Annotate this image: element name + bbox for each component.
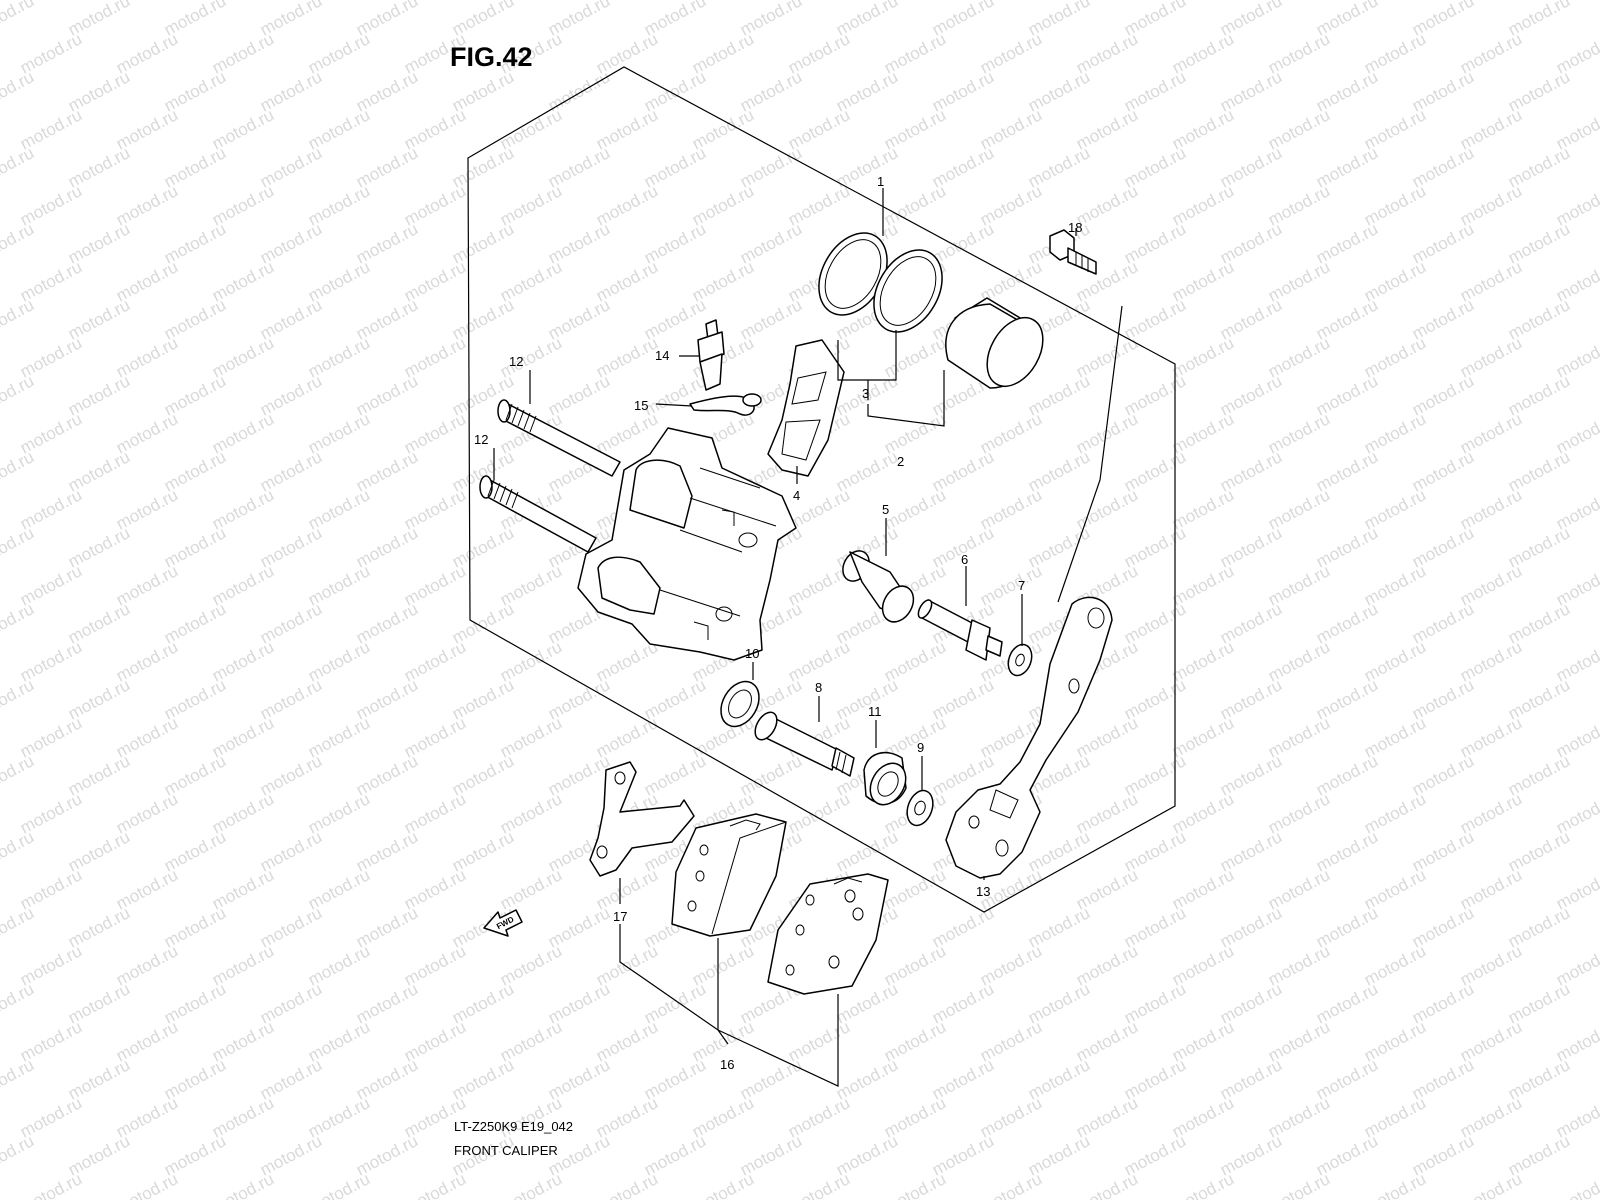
- callout-10: 10: [745, 646, 759, 661]
- callout-15: 15: [634, 398, 648, 413]
- watermark-text: motod.ru: [1361, 1169, 1429, 1200]
- caliper-piston: [945, 297, 1044, 389]
- caliper-sleeve: [863, 751, 907, 806]
- watermark-text: motod.ru: [977, 1169, 1045, 1200]
- figure-title: FIG.42: [450, 42, 533, 72]
- watermark-text: motod.ru: [0, 1131, 37, 1179]
- caliper-pin: [754, 711, 855, 777]
- figure-caption: FRONT CALIPER: [454, 1143, 558, 1158]
- bleeder-valve: [697, 319, 725, 391]
- callout-14: 14: [655, 348, 669, 363]
- callout-16: 16: [720, 1057, 734, 1072]
- watermark-text: motod.ru: [0, 979, 37, 1027]
- pad-spring: [767, 339, 845, 477]
- watermark-text: motod.ru: [0, 523, 37, 571]
- callout-2: 2: [897, 454, 904, 469]
- pad-shim: [589, 761, 695, 877]
- watermark-text: motod.ru: [1073, 1169, 1141, 1200]
- callout-17: 17: [613, 909, 627, 924]
- watermark-text: motod.ru: [0, 143, 37, 191]
- callout-6: 6: [961, 552, 968, 567]
- callout-1: 1: [877, 174, 884, 189]
- watermark-text: motod.ru: [689, 1169, 757, 1200]
- caliper-bracket: [945, 596, 1113, 879]
- callout-7: 7: [1018, 578, 1025, 593]
- watermark-text: motod.ru: [785, 1169, 853, 1200]
- bleeder-cap: [689, 393, 762, 416]
- watermark-text: motod.ru: [0, 827, 37, 875]
- sleeve-boot: [842, 550, 915, 623]
- washer-upper: [1007, 643, 1033, 677]
- watermark-text: motod.ru: [113, 1169, 181, 1200]
- watermark-text: motod.ru: [401, 1169, 469, 1200]
- watermark-text: motod.ru: [1553, 1169, 1600, 1200]
- callout-8: 8: [815, 680, 822, 695]
- watermark-text: motod.ru: [0, 219, 37, 267]
- brake-pad-rear: [767, 873, 889, 995]
- fwd-arrow-icon: FWD: [483, 909, 523, 937]
- watermark-text: motod.ru: [0, 67, 37, 115]
- figure-code: LT-Z250K9 E19_042: [454, 1119, 573, 1134]
- watermark-text: motod.ru: [0, 295, 37, 343]
- leader-lines: [493, 188, 1123, 1087]
- caliper-body: [577, 427, 797, 661]
- guide-pin: [917, 599, 1003, 661]
- watermark-text: motod.ru: [17, 1169, 85, 1200]
- watermark-text: motod.ru: [209, 1169, 277, 1200]
- callout-11: 11: [868, 704, 882, 719]
- callout-9: 9: [917, 740, 924, 755]
- watermark-text: motod.ru: [0, 447, 37, 495]
- brake-pad-front: [671, 813, 787, 937]
- piston-seal-inner: [873, 249, 943, 333]
- watermark-text: motod.ru: [593, 1169, 661, 1200]
- slide-pin-lower: [479, 475, 597, 553]
- callout-18: 18: [1068, 220, 1082, 235]
- watermark-text: motod.ru: [0, 903, 37, 951]
- washer-lower: [906, 789, 934, 827]
- callout-13: 13: [976, 884, 990, 899]
- callout-12-lower: 12: [474, 432, 488, 447]
- watermark-text: motod.ru: [305, 1169, 373, 1200]
- callout-4: 4: [793, 488, 800, 503]
- dust-boot: [720, 680, 760, 728]
- watermark-text: motod.ru: [0, 1055, 37, 1103]
- watermark-text: motod.ru: [0, 371, 37, 419]
- watermark-text: motod.ru: [0, 599, 37, 647]
- callout-12-upper: 12: [509, 354, 523, 369]
- callout-labels: 1 2 3 4 5 6 7 8 9 10 11 12 12 13 14 15 1…: [474, 174, 1082, 1072]
- watermark-text: motod.ru: [1265, 1169, 1333, 1200]
- watermark-text: motod.ru: [497, 1169, 565, 1200]
- assembly-frame: [467, 66, 1176, 913]
- watermark-text: motod.ru: [881, 1169, 949, 1200]
- watermark-text: motod.ru: [0, 675, 37, 723]
- watermark-text: motod.ru: [1169, 1169, 1237, 1200]
- slide-pin-upper: [497, 399, 621, 477]
- watermark-text: motod.ru: [0, 751, 37, 799]
- callout-3: 3: [862, 386, 869, 401]
- watermark-text: motod.ru: [0, 0, 37, 40]
- callout-5: 5: [882, 502, 889, 517]
- watermark-text: motod.ru: [1457, 1169, 1525, 1200]
- mounting-bolt: [1049, 229, 1097, 275]
